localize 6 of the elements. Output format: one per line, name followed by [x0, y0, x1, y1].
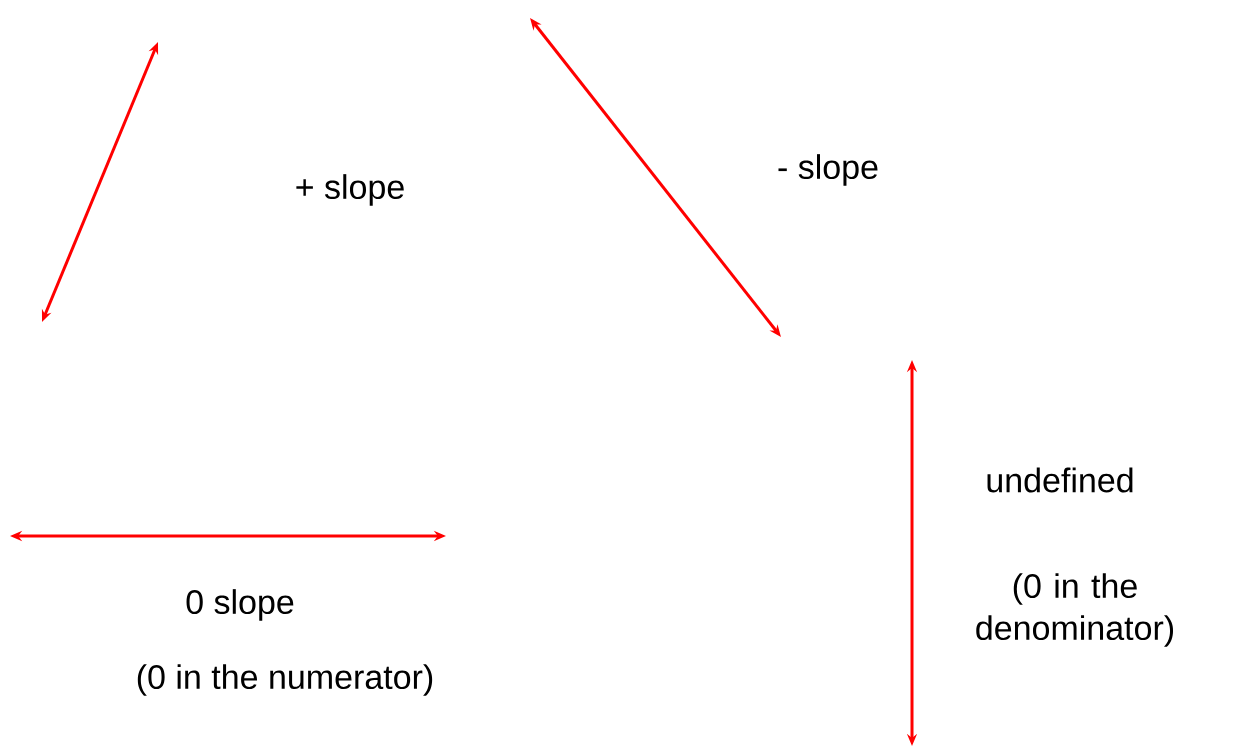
slope-label: - slope	[778, 154, 878, 186]
slope-label: (0 in the denominator)	[976, 573, 1174, 647]
slope-label: 0 slope	[186, 589, 294, 621]
slope-label: (0 in the numerator)	[137, 664, 433, 696]
slope-label: undefined	[987, 467, 1133, 493]
slope-label: + slope	[296, 174, 404, 206]
